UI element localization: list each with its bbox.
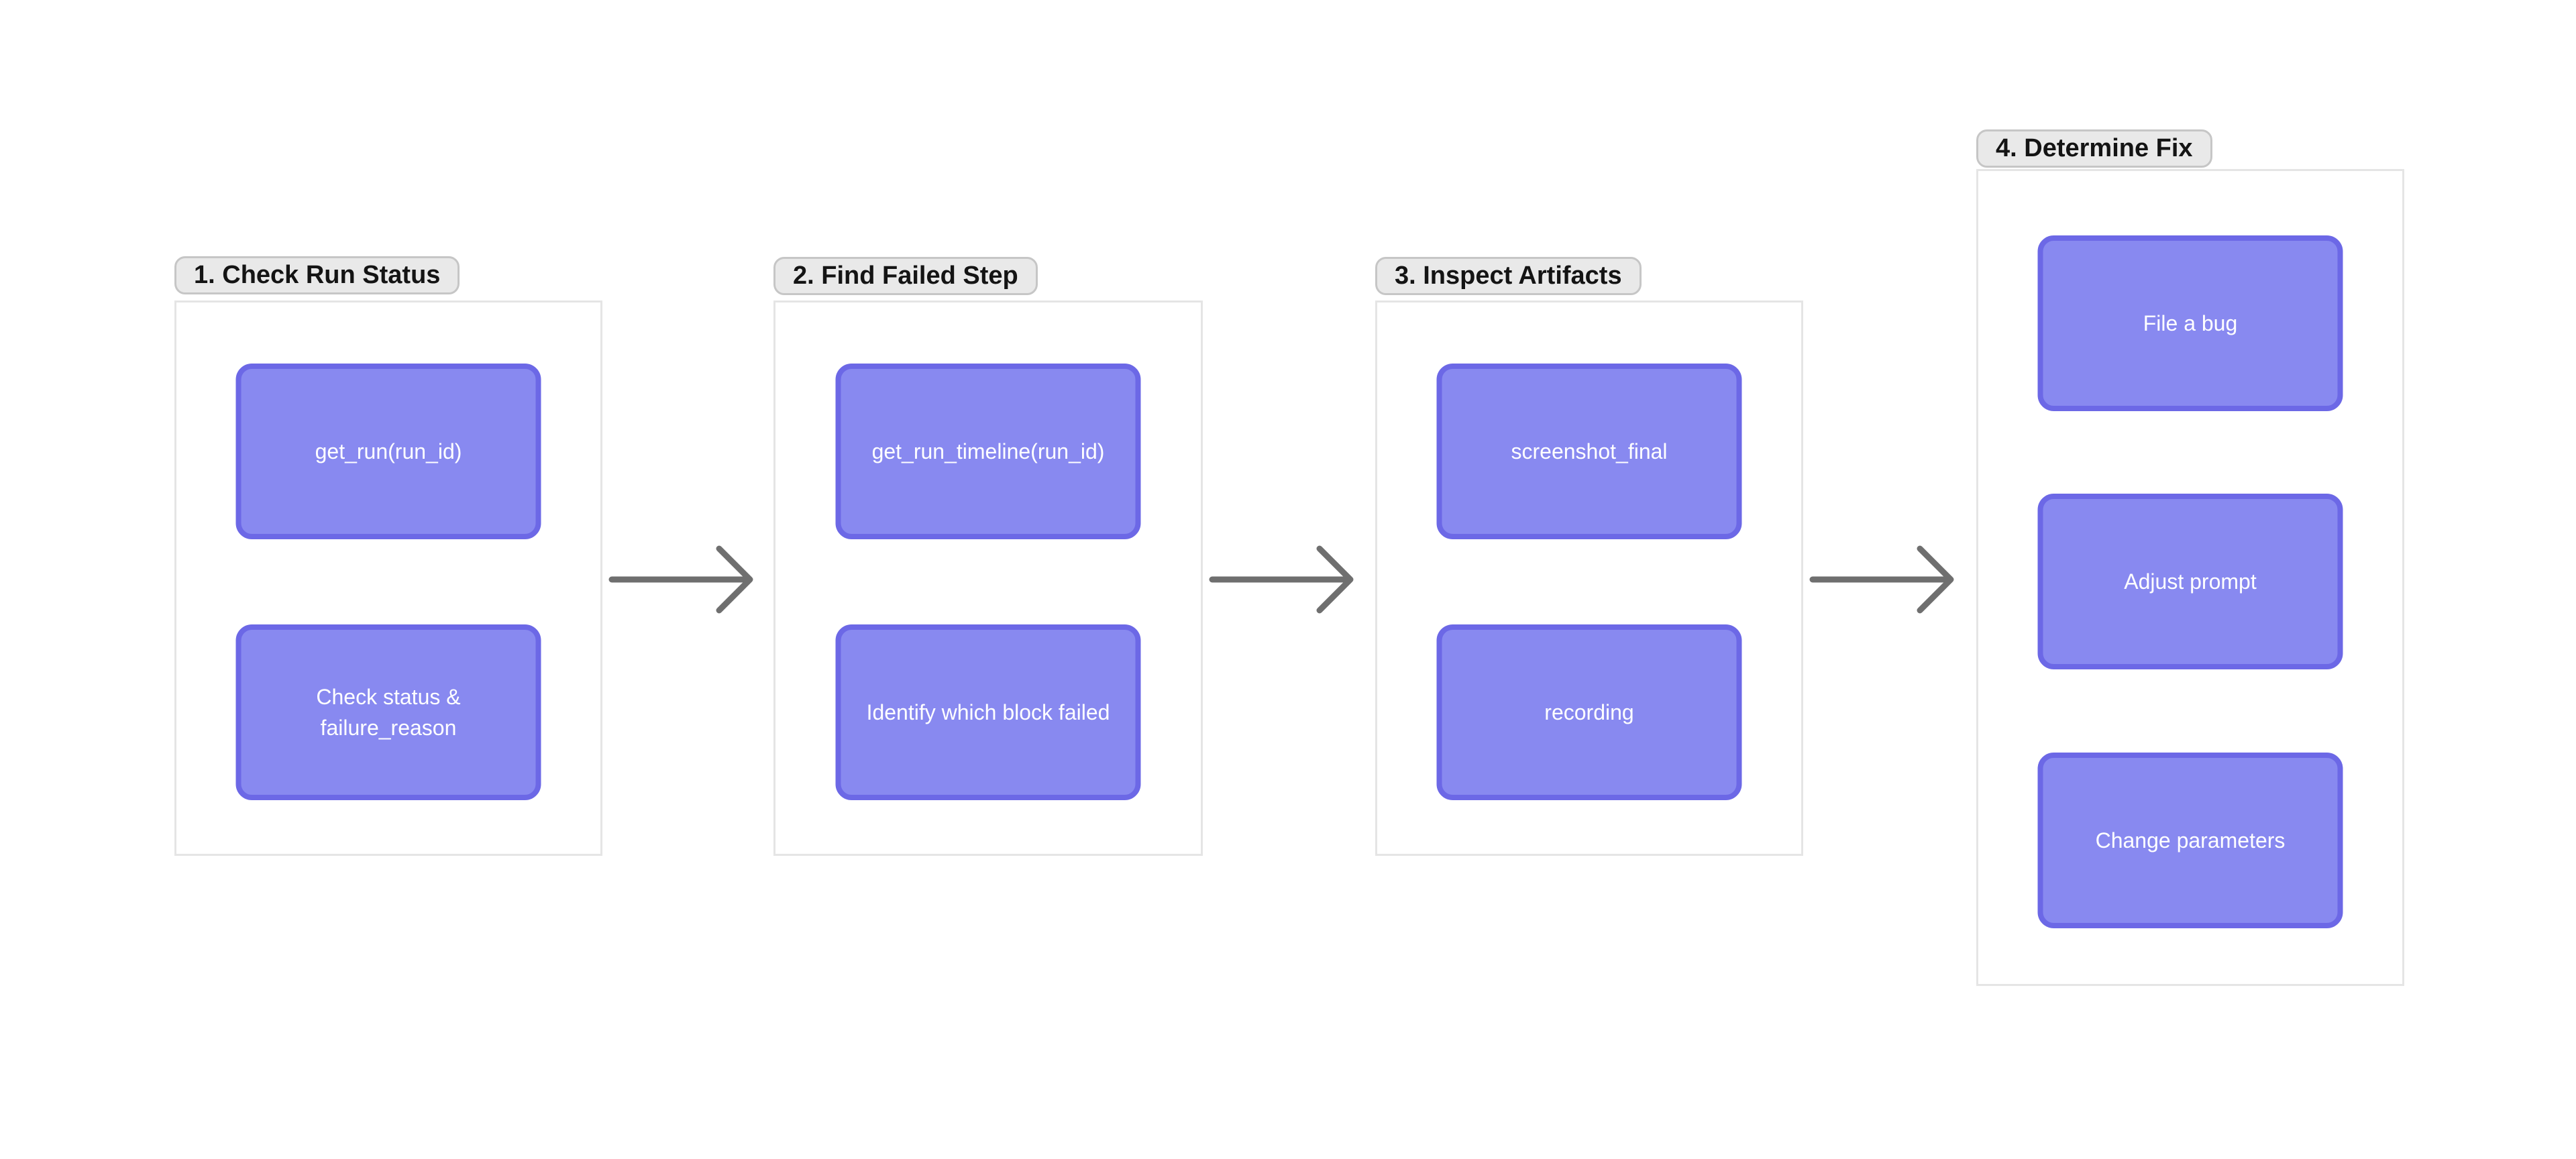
node-identify-which-block-failed: Identify which block failed: [835, 624, 1141, 800]
node-adjust-prompt: Adjust prompt: [2037, 494, 2343, 669]
group-label-find-failed-step: 2. Find Failed Step: [773, 257, 1038, 295]
flow-arrow-icon-1: [605, 539, 773, 620]
node-get-run-timeline-label: get_run_timeline(run_id): [871, 439, 1105, 463]
group-label-inspect-artifacts: 3. Inspect Artifacts: [1375, 257, 1642, 295]
node-get-run-timeline: get_run_timeline(run_id): [835, 364, 1141, 539]
node-check-status-failure-reason: Check status & failure_reason: [235, 624, 541, 800]
group-container-inspect-artifacts: screenshot_final recording: [1375, 300, 1803, 856]
node-change-parameters: Change parameters: [2037, 753, 2343, 928]
node-recording-label: recording: [1544, 700, 1634, 724]
flow-arrow-icon-3: [1806, 539, 1974, 620]
node-check-status-failure-reason-label: Check status & failure_reason: [316, 685, 461, 740]
group-label-check-run-status: 1. Check Run Status: [174, 256, 460, 294]
group-container-check-run-status: get_run(run_id) Check status & failure_r…: [174, 300, 602, 856]
group-container-find-failed-step: get_run_timeline(run_id) Identify which …: [773, 300, 1203, 856]
node-identify-which-block-failed-label: Identify which block failed: [866, 700, 1110, 724]
node-screenshot-final-label: screenshot_final: [1511, 439, 1668, 463]
group-label-determine-fix: 4. Determine Fix: [1976, 129, 2212, 168]
node-adjust-prompt-label: Adjust prompt: [2124, 569, 2257, 594]
node-file-a-bug: File a bug: [2037, 235, 2343, 411]
group-container-determine-fix: File a bug Adjust prompt Change paramete…: [1976, 169, 2404, 986]
node-change-parameters-label: Change parameters: [2095, 828, 2286, 852]
node-file-a-bug-label: File a bug: [2143, 311, 2238, 335]
node-recording: recording: [1436, 624, 1742, 800]
node-screenshot-final: screenshot_final: [1436, 364, 1742, 539]
flow-arrow-icon-2: [1205, 539, 1373, 620]
node-get-run: get_run(run_id): [235, 364, 541, 539]
node-get-run-label: get_run(run_id): [315, 439, 462, 463]
